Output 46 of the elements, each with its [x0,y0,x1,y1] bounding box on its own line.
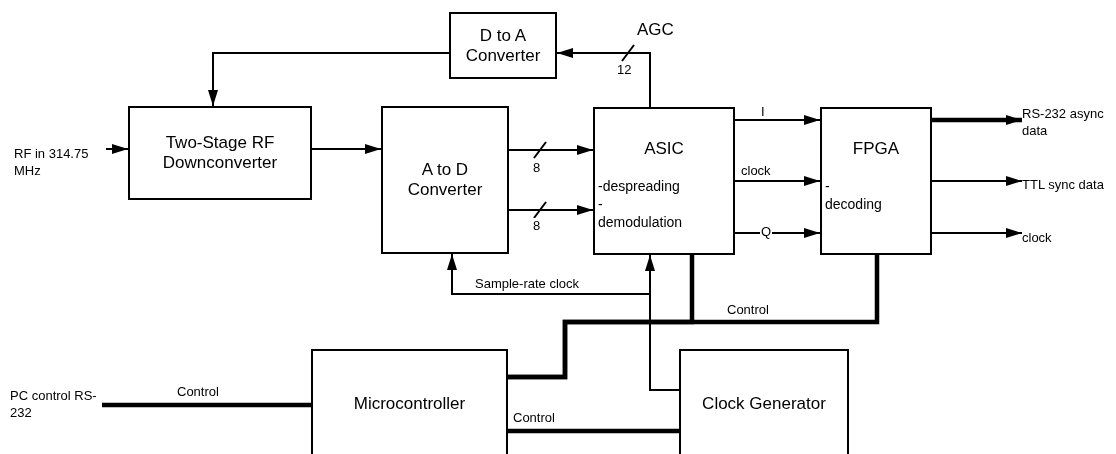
signal-label: clock [1022,228,1053,246]
signal-arrow [931,228,1023,238]
signal-label: RF in 314.75 MHz [14,145,90,179]
block-title: FPGA [852,139,900,159]
signal-arrow [311,144,382,154]
signal-arrow [932,115,1022,125]
edge-label: I [760,104,766,119]
signal-arrow [734,115,821,125]
edge-label: Control [512,410,556,425]
signal-arrow [105,144,129,154]
block-title: Clock Generator [702,394,826,414]
fpga-block [820,107,932,255]
block-title: ASIC [644,139,684,159]
connector-line [508,428,679,434]
signal-arrow [556,48,651,108]
function-list: -despreading -demodulation [598,177,683,231]
downconverter-block [128,106,312,200]
edge-label: Control [726,302,770,317]
block-title: A to D Converter [406,160,484,200]
connector-line [508,255,880,380]
signal-arrow [508,145,594,155]
clock-generator-block [679,349,849,454]
block-title: D to A Converter [464,25,542,66]
microcontroller-block [311,349,508,454]
signal-arrow [931,176,1023,186]
block-title: Two-Stage RF Downconverter [161,133,279,173]
converter-block [381,106,509,254]
function-list: -decoding [825,177,882,213]
edge-label: Control [176,384,220,399]
connector-line [102,402,311,408]
signal-label: TTL sync data [1022,175,1105,193]
converter-block [449,12,557,79]
edge-label: 8 [532,160,542,175]
block-title: Microcontroller [353,394,466,414]
bus-width-label: 12 [616,62,633,77]
edge-label: clock [740,163,772,178]
edge-label: Q [760,224,773,239]
signal-arrow [734,176,821,186]
signal-label: PC control RS-232 [10,387,98,421]
signal-label: RS-232 async data [1022,105,1105,139]
edge-label: Sample-rate clock [474,276,581,291]
edge-label: 8 [532,218,542,233]
signal-arrow [508,205,594,215]
asic-block [593,107,735,255]
signal-arrow [208,52,450,107]
signal-arrow [734,228,821,238]
